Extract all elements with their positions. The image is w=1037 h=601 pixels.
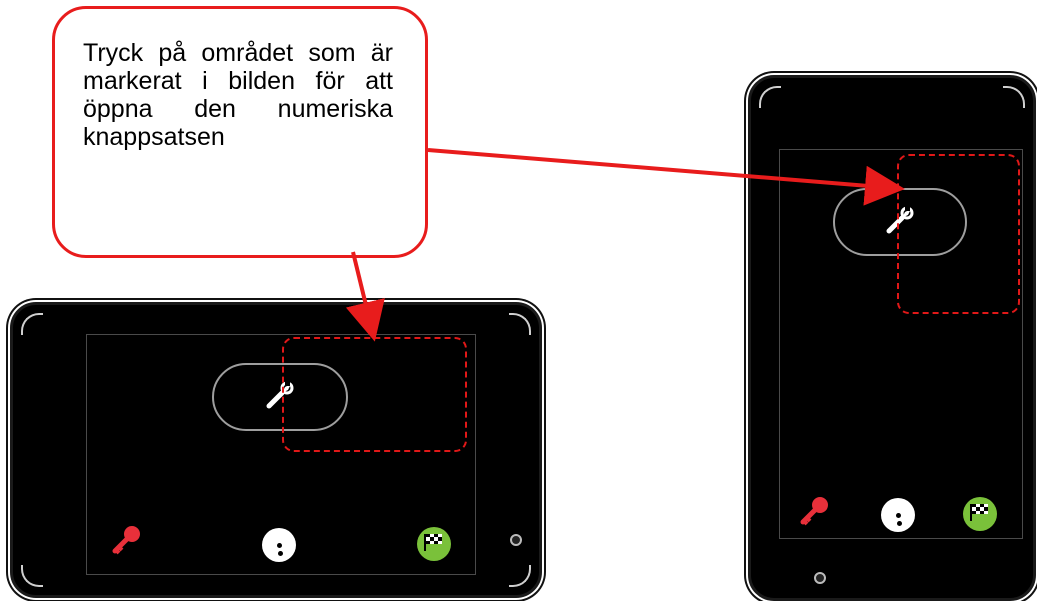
arrow-to-portrait: [427, 148, 905, 206]
more-button[interactable]: [262, 528, 296, 592]
camera-icon: [814, 572, 826, 584]
checkered-flag-icon: [968, 501, 992, 528]
finish-button[interactable]: [963, 497, 997, 531]
device-landscape: [10, 302, 542, 598]
key-icon: [110, 523, 144, 562]
wrench-button[interactable]: [212, 363, 348, 431]
callout-text: Tryck på området som är markerat i bilde…: [83, 39, 393, 151]
key-icon: [798, 494, 832, 533]
arrow-to-landscape: [345, 251, 385, 342]
more-dots-icon: [276, 542, 283, 592]
numeric-keypad-hotspot[interactable]: [897, 154, 1020, 314]
finish-button[interactable]: [417, 527, 451, 561]
instruction-callout: Tryck på området som är markerat i bilde…: [52, 6, 428, 258]
key-button[interactable]: [110, 525, 144, 559]
screen-area: [86, 334, 476, 575]
device-portrait: [748, 75, 1036, 601]
key-button[interactable]: [798, 496, 832, 530]
more-dots-icon: [895, 512, 902, 562]
camera-icon: [510, 534, 522, 546]
checkered-flag-icon: [422, 531, 446, 558]
wrench-icon: [883, 203, 917, 242]
more-button[interactable]: [881, 498, 915, 562]
